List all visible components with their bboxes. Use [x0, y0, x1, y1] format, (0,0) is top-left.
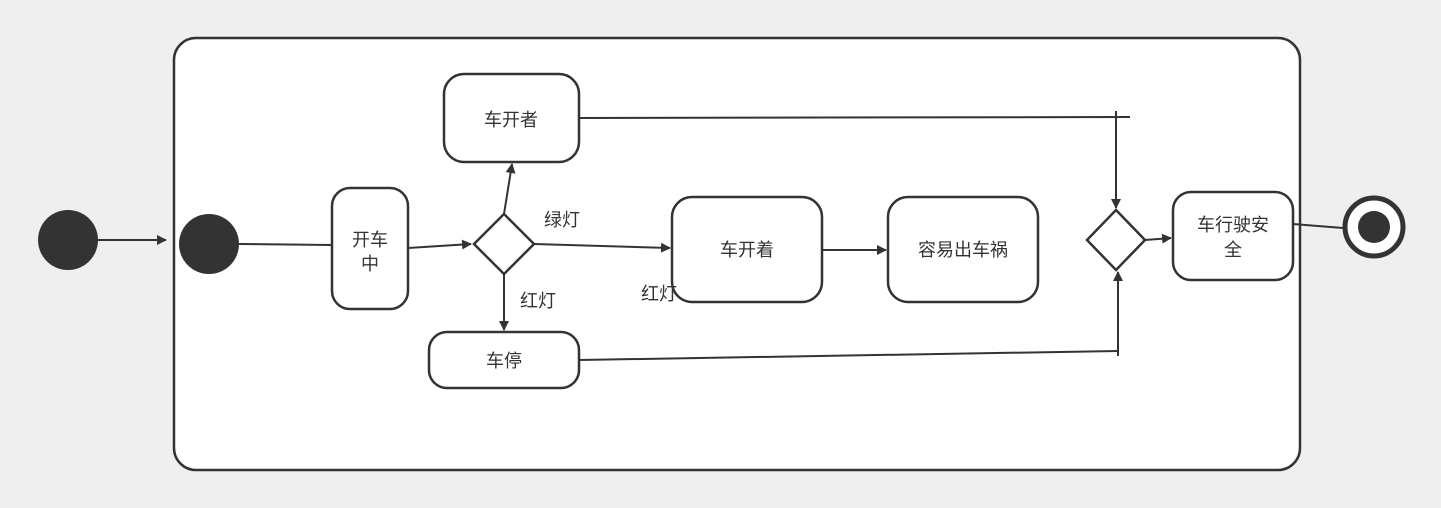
edge-safe-to-final — [1292, 223, 1344, 229]
edge-label-green-light: 绿灯 — [544, 210, 580, 231]
initial-node-inner — [179, 214, 239, 274]
node-driving-label-2: 中 — [361, 254, 379, 275]
final-node — [1342, 195, 1406, 259]
node-car-moving-mid: 车开着 — [670, 195, 824, 304]
initial-node-outer — [38, 210, 98, 270]
node-safe-label-1: 车行驶安 — [1197, 215, 1269, 236]
node-car-moving-top-label: 车开者 — [484, 110, 538, 131]
edge-driving-to-decision — [407, 239, 472, 250]
edge-label-red-light-down: 红灯 — [520, 291, 556, 312]
node-accident: 容易出车祸 — [886, 195, 1040, 304]
edge-bottom-path — [578, 350, 1119, 361]
edge-decision-to-car-moving-mid — [533, 242, 671, 253]
edge-label-red-light-mid: 红灯 — [641, 284, 677, 305]
node-safe-label-2: 全 — [1224, 240, 1242, 261]
edge-top-path — [578, 116, 1131, 119]
node-driving-label-1: 开车 — [352, 230, 388, 251]
node-car-moving-mid-label: 车开着 — [720, 240, 774, 261]
node-car-stop-label: 车停 — [486, 351, 522, 372]
edge-merge-to-safe — [1144, 233, 1172, 244]
merge-node — [1085, 208, 1147, 272]
node-car-stop: 车停 — [427, 330, 581, 390]
node-car-moving-top: 车开者 — [442, 72, 581, 164]
edge-decision-to-car-moving-top — [503, 163, 516, 215]
edge-inner-to-driving — [238, 243, 333, 246]
node-accident-label: 容易出车祸 — [918, 240, 1008, 261]
node-safe: 车行驶安 全 — [1171, 190, 1295, 282]
node-driving: 开车 中 — [330, 186, 410, 311]
